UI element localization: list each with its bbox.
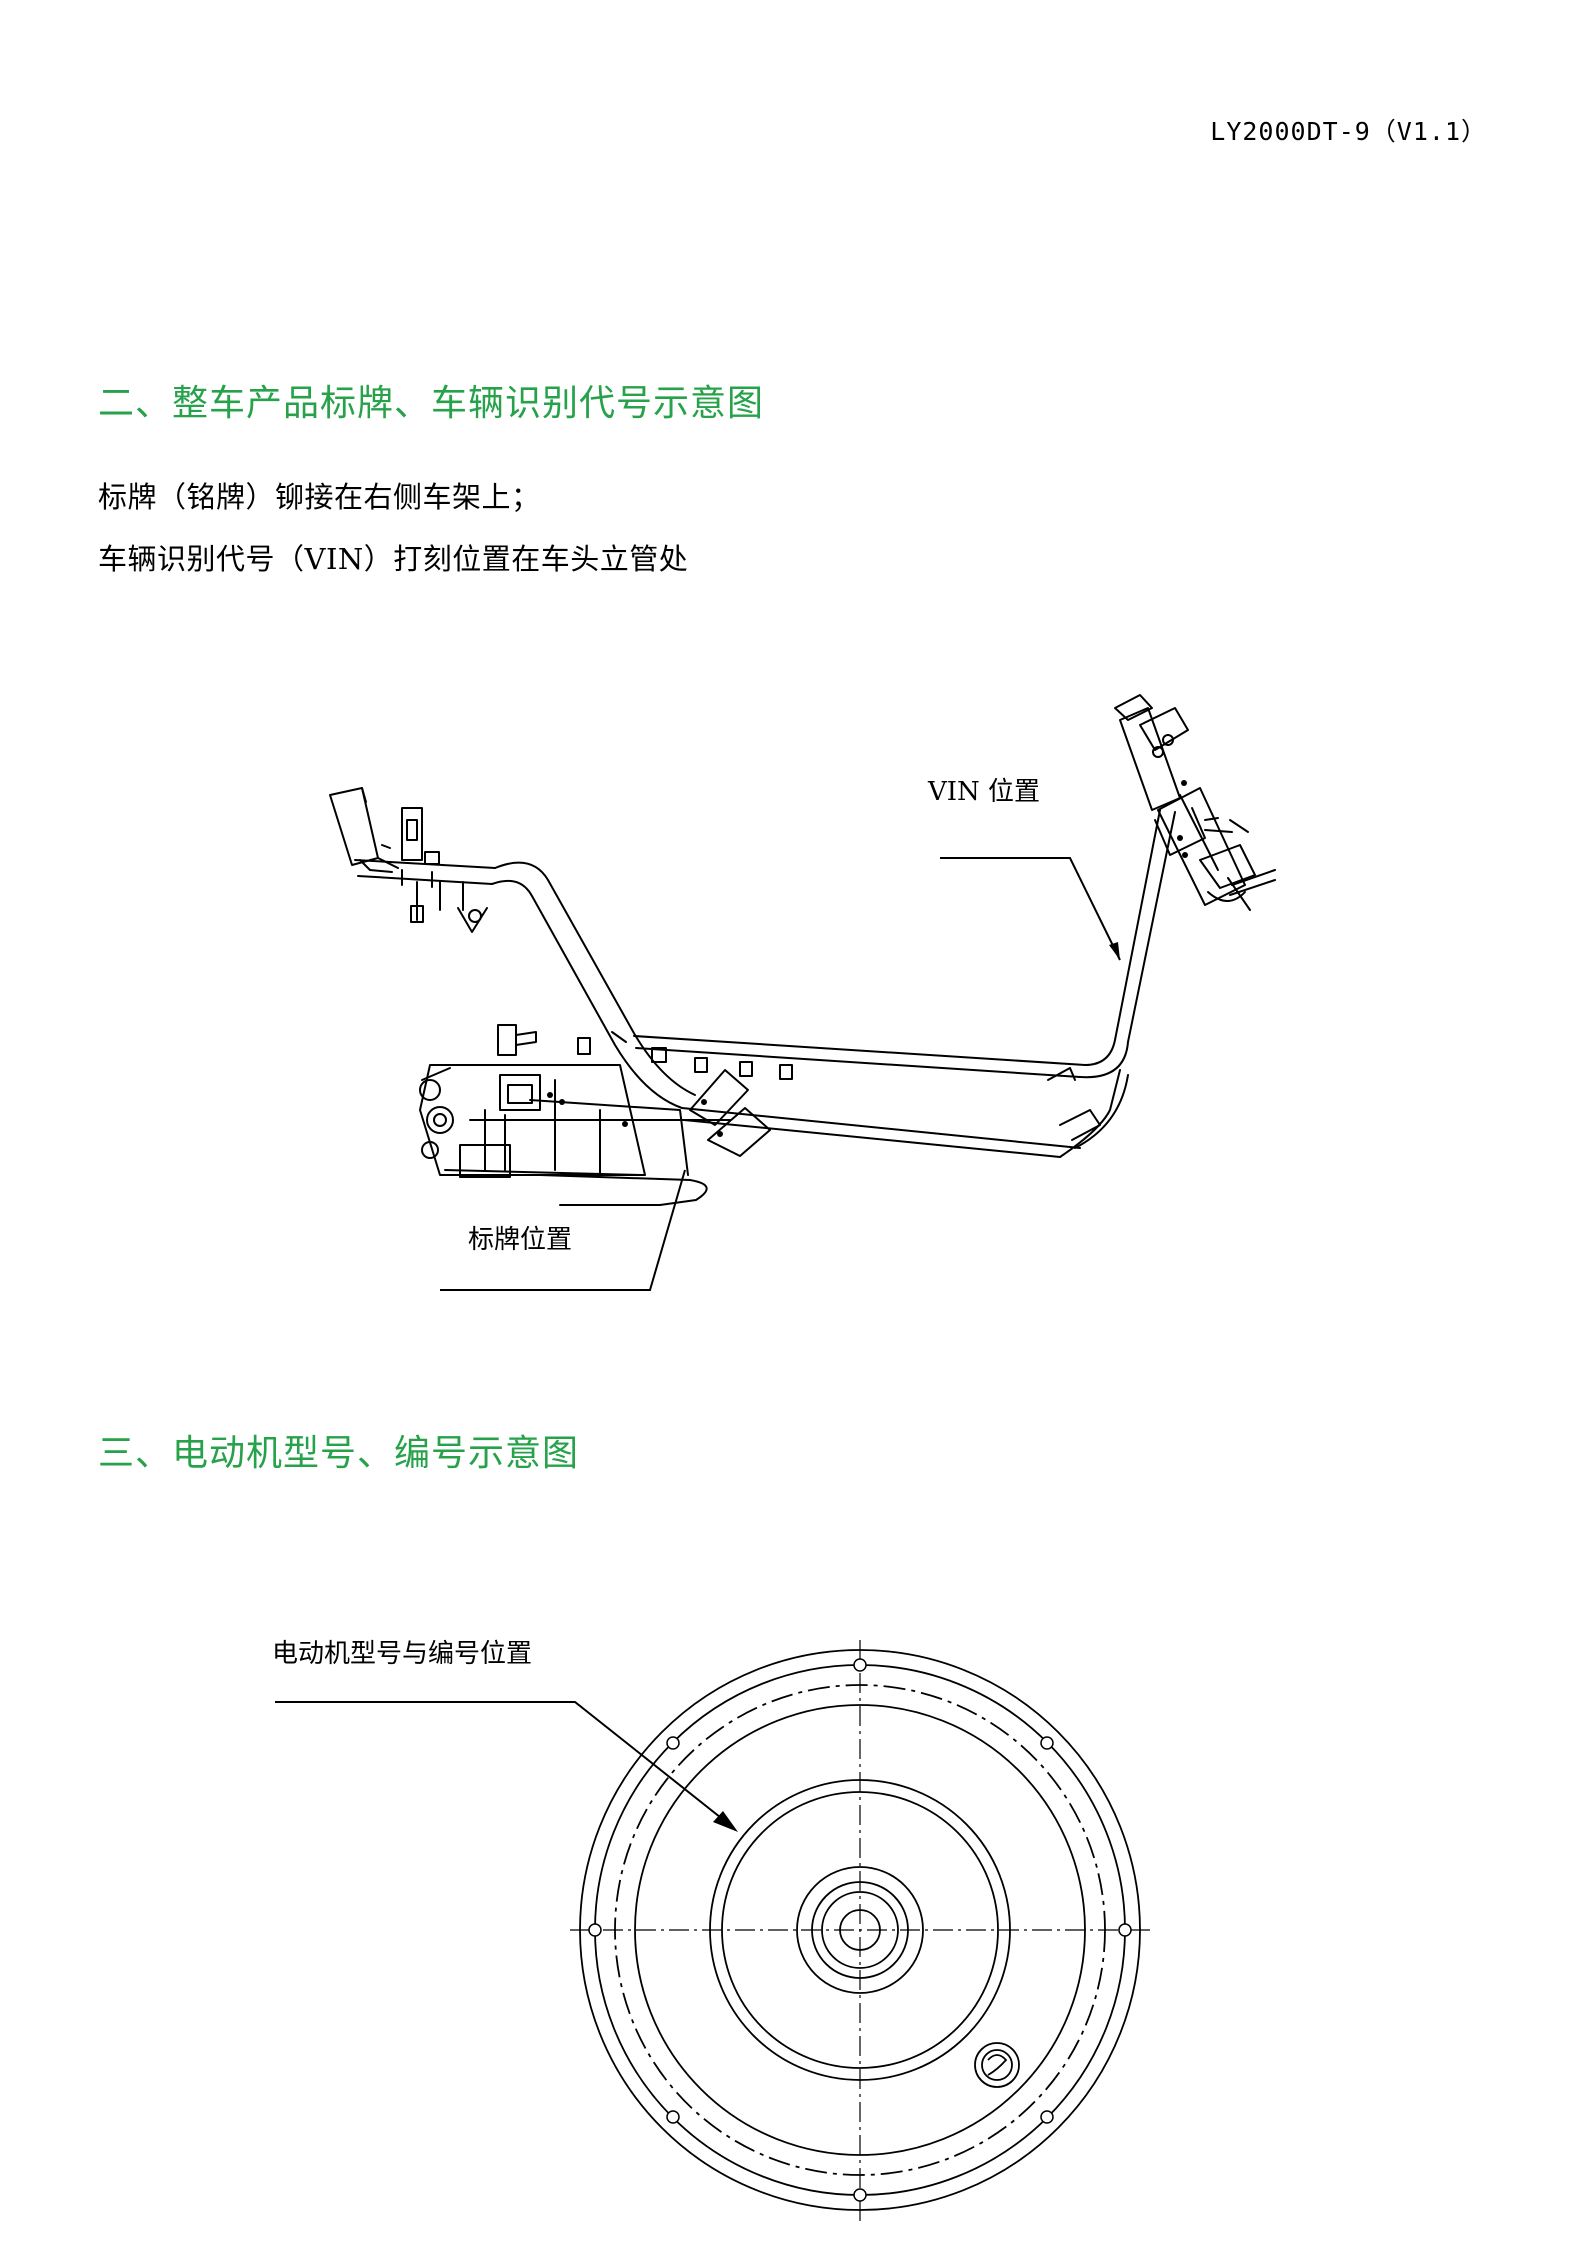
nameplate-callout: 标牌位置 — [440, 1169, 686, 1291]
section-heading-motor: 三、电动机型号、编号示意图 — [98, 1433, 580, 1474]
main-down-tube — [491, 861, 696, 1109]
front-down-tube — [1047, 809, 1176, 1158]
nameplate-position-label: 标牌位置 — [468, 1225, 572, 1255]
vin-callout: VIN 位置 — [927, 777, 1121, 961]
document-code: LY2000DT-9（V1.1） — [1210, 117, 1487, 146]
rear-rack — [329, 787, 440, 873]
axle-boss — [796, 1866, 924, 1994]
body-text-vin: 车辆识别代号（VIN）打刻位置在车头立管处 — [98, 542, 689, 576]
rear-crossbar — [354, 859, 496, 933]
headstock — [1114, 694, 1276, 911]
motor-logo-mark — [974, 2042, 1020, 2088]
motor-drawing: 电动机型号与编号位置 — [272, 1639, 1150, 2225]
floor-longitudinals — [469, 1035, 1086, 1158]
motor-model-position-label: 电动机型号与编号位置 — [272, 1639, 532, 1669]
scooter-frame-drawing: VIN 位置 标牌位置 — [329, 694, 1276, 1291]
section-heading-nameplate-vin: 二、整车产品标牌、车辆识别代号示意图 — [98, 383, 765, 424]
motor-figure: 电动机型号与编号位置 — [250, 1600, 1250, 2245]
mounting-holes — [588, 1658, 1132, 2202]
body-text-nameplate: 标牌（铭牌）铆接在右侧车架上； — [98, 480, 541, 514]
vin-position-label: VIN 位置 — [927, 777, 1040, 807]
scooter-frame-figure: VIN 位置 标牌位置 — [300, 670, 1300, 1320]
floor-brackets — [497, 1024, 793, 1157]
motor-callout: 电动机型号与编号位置 — [272, 1639, 738, 1832]
rear-body-assembly — [419, 1064, 708, 1206]
